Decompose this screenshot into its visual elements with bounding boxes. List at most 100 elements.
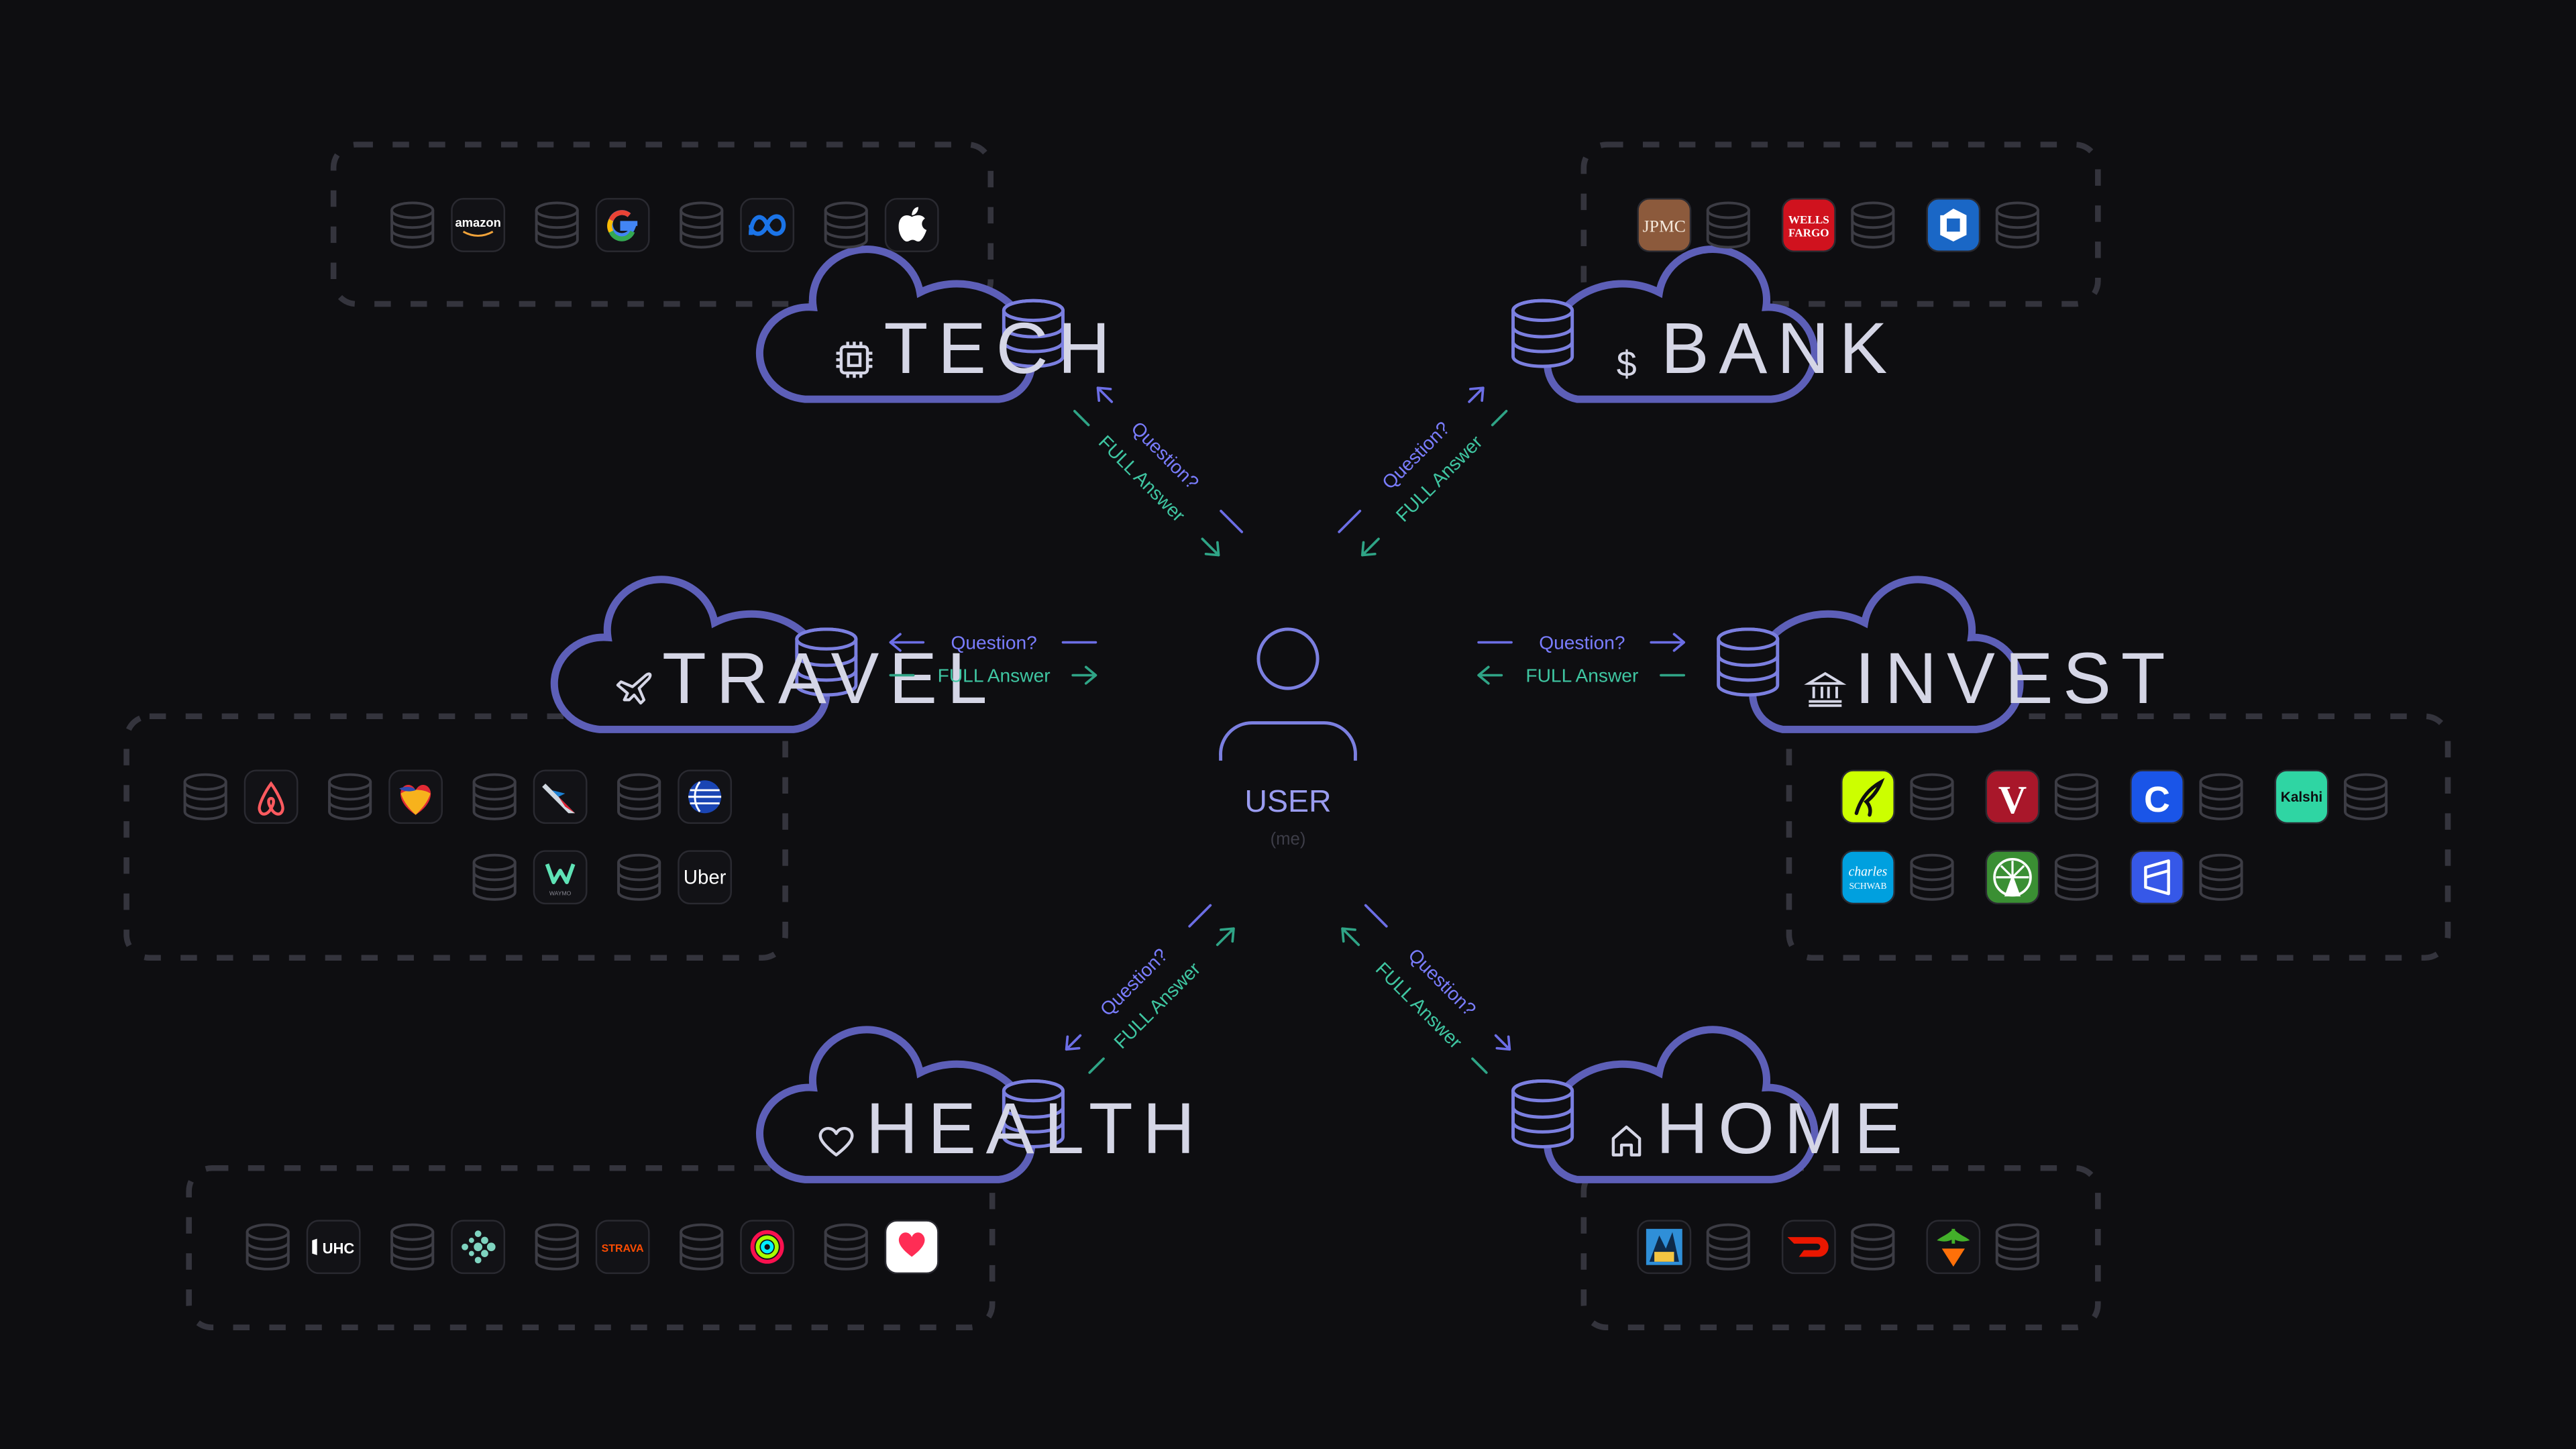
public-logo bbox=[2130, 850, 2184, 905]
database-icon bbox=[680, 201, 724, 249]
travel-providers-box bbox=[123, 713, 788, 961]
svg-text:charles: charles bbox=[1849, 865, 1888, 879]
answer-line bbox=[1073, 409, 1090, 427]
united-logo bbox=[678, 769, 733, 824]
robinhood-logo bbox=[1841, 769, 1895, 824]
database-icon bbox=[2054, 853, 2099, 901]
database-icon bbox=[472, 773, 517, 820]
database-icon bbox=[472, 853, 517, 901]
svg-text:V: V bbox=[1998, 778, 2027, 822]
question-arrow bbox=[1065, 1034, 1082, 1051]
question-arrow bbox=[1650, 633, 1686, 652]
doordash-logo bbox=[1781, 1220, 1836, 1275]
invest-cloud bbox=[1719, 576, 2024, 733]
answer-line bbox=[1088, 1057, 1105, 1074]
user-label: USER bbox=[1244, 784, 1331, 818]
database-icon bbox=[246, 1223, 290, 1271]
google-logo bbox=[595, 198, 650, 252]
kalshi-logo: Kalshi bbox=[2274, 769, 2329, 824]
database-icon bbox=[2199, 853, 2243, 901]
health-label: HEALTH bbox=[866, 1087, 1205, 1169]
question-label: Question? bbox=[1539, 632, 1625, 653]
answer-line bbox=[1491, 409, 1508, 427]
database-icon bbox=[1995, 201, 2039, 249]
database-icon bbox=[617, 853, 661, 901]
answer-arrow bbox=[1341, 927, 1360, 947]
database-icon bbox=[1995, 1223, 2039, 1271]
home-flow: Question? FULL Answer bbox=[1341, 904, 1511, 1074]
travel-label: TRAVEL bbox=[662, 637, 997, 718]
instacart-blue-logo bbox=[1637, 1220, 1692, 1275]
svg-text:WELLS: WELLS bbox=[1788, 213, 1829, 226]
database-icon bbox=[2343, 773, 2388, 820]
database-icon bbox=[390, 201, 435, 249]
tech-providers-box bbox=[330, 142, 994, 307]
svg-text:amazon: amazon bbox=[455, 215, 500, 229]
uhc-logo: UHC bbox=[306, 1220, 361, 1275]
answer-line bbox=[1471, 1057, 1488, 1074]
database-icon bbox=[535, 1223, 579, 1271]
database-icon bbox=[1910, 853, 1954, 901]
answer-label: FULL Answer bbox=[938, 665, 1051, 686]
bank-flow: Question? FULL Answer bbox=[1338, 386, 1508, 557]
question-line bbox=[1188, 904, 1212, 928]
american-airlines-logo bbox=[533, 769, 588, 824]
database-icon bbox=[1706, 201, 1750, 249]
bank-label: BANK bbox=[1661, 307, 1897, 388]
database-icon bbox=[1910, 773, 1954, 820]
database-icon bbox=[680, 1223, 724, 1271]
bank-provider-row: JPMC WELLS FARGO bbox=[1637, 198, 2039, 252]
meta-logo bbox=[740, 198, 795, 252]
question-arrow bbox=[1494, 1034, 1511, 1051]
travel-cloud bbox=[550, 576, 856, 733]
heart-icon bbox=[818, 1126, 854, 1157]
uber-logo: Uber bbox=[678, 850, 733, 905]
database-icon bbox=[1706, 1223, 1750, 1271]
database-icon bbox=[1851, 201, 1895, 249]
jpmc-logo: JPMC bbox=[1637, 198, 1692, 252]
instacart-logo bbox=[1926, 1220, 1981, 1275]
svg-text:WAYMO: WAYMO bbox=[549, 890, 572, 897]
house-icon bbox=[1611, 1125, 1642, 1157]
svg-text:UHC: UHC bbox=[323, 1240, 355, 1257]
cpu-chip-icon bbox=[836, 341, 873, 378]
answer-label: FULL Answer bbox=[1525, 665, 1638, 686]
dollar-sign-icon: $ bbox=[1617, 344, 1637, 384]
user-sub-label: (me) bbox=[1271, 830, 1306, 849]
fitbit-logo bbox=[451, 1220, 506, 1275]
invest-providers-box bbox=[1786, 713, 2451, 961]
invest-provider-rows: V C Kalshi charles SCHWAB bbox=[1841, 769, 2388, 905]
database-icon bbox=[2199, 773, 2243, 820]
tech-label: TECH bbox=[884, 307, 1120, 388]
user-head bbox=[1256, 627, 1320, 690]
travel-provider-rows: WAYMO Uber bbox=[183, 769, 733, 905]
user-body bbox=[1219, 721, 1357, 761]
database-icon bbox=[183, 773, 227, 820]
svg-text:JPMC: JPMC bbox=[1643, 216, 1686, 235]
chase-logo bbox=[1926, 198, 1981, 252]
home-label: HOME bbox=[1656, 1087, 1913, 1169]
svg-text:C: C bbox=[2144, 780, 2170, 820]
tech-provider-row: amazon bbox=[390, 198, 939, 252]
question-line bbox=[1364, 904, 1388, 928]
question-label: Question? bbox=[951, 632, 1036, 653]
health-cloud bbox=[755, 1026, 1063, 1183]
invest-label: INVEST bbox=[1855, 637, 2175, 718]
amazon-logo: amazon bbox=[451, 198, 506, 252]
bank-cloud bbox=[1513, 246, 1819, 403]
fidelity-logo bbox=[1985, 850, 2040, 905]
travel-flow: Question? FULL Answer bbox=[889, 632, 1097, 686]
tech-cloud bbox=[755, 246, 1063, 403]
coinbase-logo: C bbox=[2130, 769, 2184, 824]
charles-schwab-logo: charles SCHWAB bbox=[1841, 850, 1895, 905]
answer-arrow bbox=[1360, 537, 1380, 557]
svg-text:SCHWAB: SCHWAB bbox=[1849, 881, 1886, 891]
database-icon bbox=[390, 1223, 435, 1271]
health-flow: Question? FULL Answer bbox=[1065, 904, 1235, 1074]
answer-arrow bbox=[1201, 537, 1220, 557]
airplane-icon bbox=[616, 672, 652, 705]
svg-text:Uber: Uber bbox=[684, 867, 727, 889]
airbnb-logo bbox=[244, 769, 299, 824]
question-arrow bbox=[1096, 386, 1114, 403]
